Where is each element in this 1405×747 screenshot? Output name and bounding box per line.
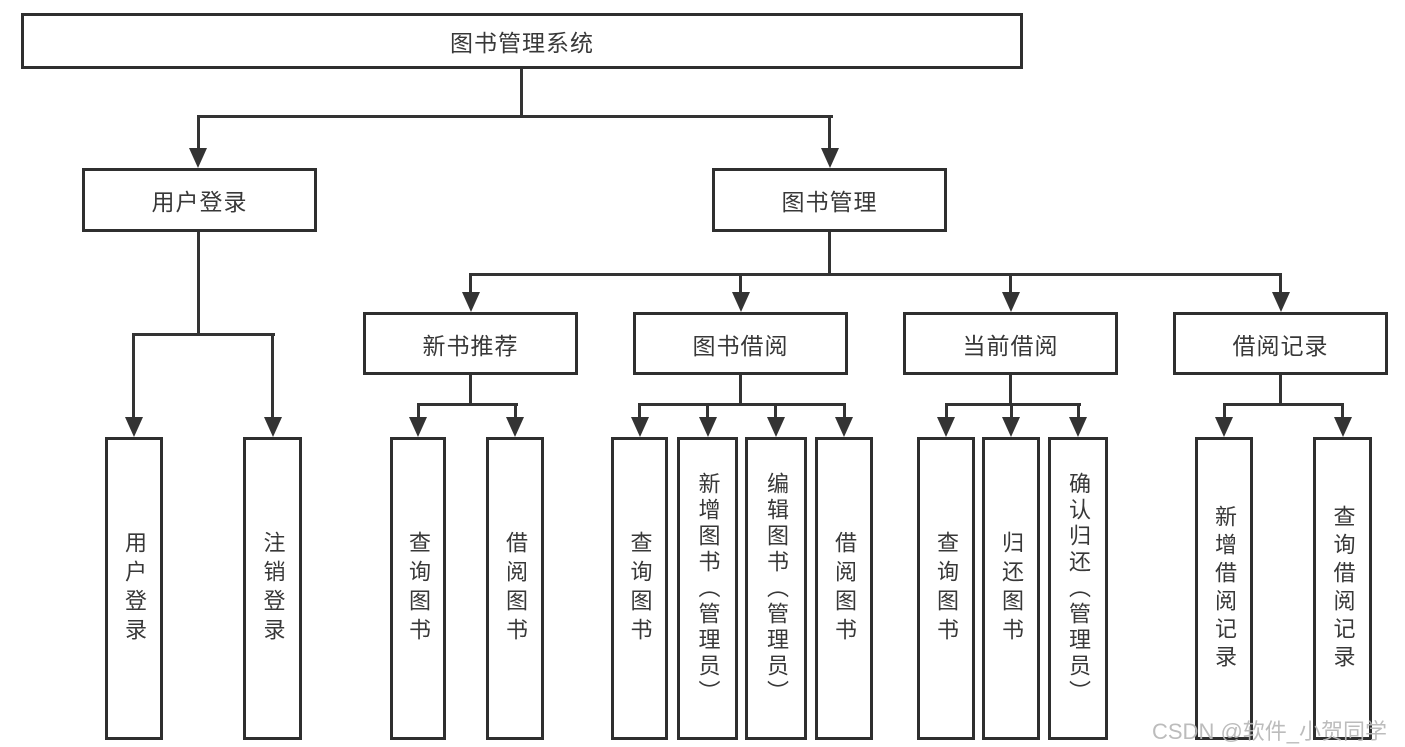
connector-line — [1010, 403, 1013, 419]
connector-line — [1077, 403, 1080, 419]
connector-line — [514, 403, 517, 419]
node-cb-query-books: 查询图书 — [917, 437, 975, 740]
connector-line — [1223, 403, 1226, 419]
arrow-down-icon — [1272, 292, 1290, 312]
node-label: 图书管理 — [781, 189, 878, 215]
arrow-down-icon — [409, 417, 427, 437]
connector-line — [132, 333, 135, 419]
arrow-down-icon — [699, 417, 717, 437]
arrow-down-icon — [264, 417, 282, 437]
node-label: 归还图书 — [999, 530, 1024, 647]
arrow-down-icon — [767, 417, 785, 437]
connector-line — [132, 333, 275, 336]
connector-line — [843, 403, 846, 419]
node-current-borrowing: 当前借阅 — [903, 312, 1118, 375]
node-new-book-recommend: 新书推荐 — [363, 312, 578, 375]
node-label: 当前借阅 — [962, 332, 1059, 359]
node-leaf-user-login: 用户登录 — [105, 437, 163, 740]
connector-line — [469, 273, 1282, 276]
node-cb-return-books: 归还图书 — [982, 437, 1040, 740]
node-label: 查询图书 — [627, 530, 653, 647]
connector-line — [417, 403, 420, 419]
connector-line — [197, 115, 833, 118]
connector-line — [1279, 273, 1282, 295]
node-leaf-logout: 注销登录 — [243, 437, 302, 740]
node-label: 用户登录 — [122, 530, 147, 647]
node-label: 图书借阅 — [692, 332, 789, 359]
node-label: 确认归还（管理员） — [1066, 471, 1091, 706]
node-nbr-query-books: 查询图书 — [390, 437, 446, 740]
node-label: 查询图书 — [406, 530, 431, 647]
arrow-down-icon — [821, 148, 839, 168]
node-bb-add-books-admin: 新增图书（管理员） — [677, 437, 738, 740]
node-bb-borrow-books: 借阅图书 — [815, 437, 873, 740]
arrow-down-icon — [462, 292, 480, 312]
connector-line — [197, 232, 200, 336]
connector-line — [197, 115, 200, 150]
node-label: 查询借阅记录 — [1330, 504, 1356, 673]
node-label: 用户登录 — [151, 189, 248, 215]
connector-line — [1341, 403, 1344, 419]
node-user-login: 用户登录 — [82, 168, 317, 232]
node-label: 新增图书（管理员） — [695, 471, 721, 706]
node-borrowing-records: 借阅记录 — [1173, 312, 1388, 375]
node-cb-confirm-return-admin: 确认归还（管理员） — [1048, 437, 1108, 740]
arrow-down-icon — [732, 292, 750, 312]
connector-line — [828, 115, 831, 150]
node-label: 借阅记录 — [1232, 332, 1329, 359]
node-bb-query-books: 查询图书 — [611, 437, 668, 740]
node-label: 借阅图书 — [503, 530, 528, 647]
arrow-down-icon — [835, 417, 853, 437]
node-book-management: 图书管理 — [712, 168, 947, 232]
arrow-down-icon — [631, 417, 649, 437]
connector-line — [417, 403, 518, 406]
node-book-borrowing: 图书借阅 — [633, 312, 848, 375]
arrow-down-icon — [1002, 417, 1020, 437]
connector-line — [638, 403, 846, 406]
connector-line — [1279, 375, 1282, 406]
connector-line — [638, 403, 641, 419]
node-nbr-borrow-books: 借阅图书 — [486, 437, 544, 740]
arrow-down-icon — [937, 417, 955, 437]
node-label: 查询图书 — [934, 530, 959, 647]
connector-line — [469, 375, 472, 406]
arrow-down-icon — [189, 148, 207, 168]
connector-line — [1009, 375, 1012, 406]
connector-line — [1009, 273, 1012, 295]
node-label: 新书推荐 — [422, 332, 519, 359]
arrow-down-icon — [1002, 292, 1020, 312]
connector-line — [706, 403, 709, 419]
node-label: 图书管理系统 — [450, 30, 594, 56]
connector-line — [739, 273, 742, 295]
connector-line — [271, 333, 274, 419]
node-bb-edit-books-admin: 编辑图书（管理员） — [745, 437, 807, 740]
connector-line — [469, 273, 472, 295]
connector-line — [945, 403, 948, 419]
node-label: 编辑图书（管理员） — [764, 471, 789, 706]
connector-line — [1223, 403, 1344, 406]
connector-line — [945, 403, 1081, 406]
arrow-down-icon — [1334, 417, 1352, 437]
node-library-management-system: 图书管理系统 — [21, 13, 1023, 69]
node-br-query-record: 查询借阅记录 — [1313, 437, 1372, 740]
arrow-down-icon — [1215, 417, 1233, 437]
arrow-down-icon — [1069, 417, 1087, 437]
connector-line — [774, 403, 777, 419]
connector-line — [739, 375, 742, 406]
node-br-add-record: 新增借阅记录 — [1195, 437, 1253, 740]
arrow-down-icon — [506, 417, 524, 437]
connector-line — [520, 69, 523, 118]
csdn-watermark: CSDN @软件_小贺同学 — [1152, 719, 1388, 744]
node-label: 借阅图书 — [832, 530, 857, 647]
arrow-down-icon — [125, 417, 143, 437]
node-label: 新增借阅记录 — [1212, 504, 1237, 673]
connector-line — [828, 232, 831, 276]
node-label: 注销登录 — [260, 530, 286, 647]
